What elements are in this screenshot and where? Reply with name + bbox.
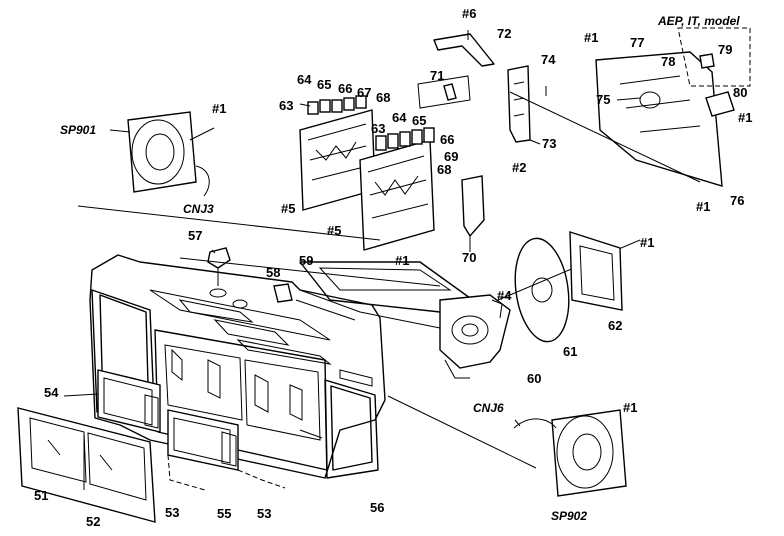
- callout-c5b: #5: [327, 223, 341, 238]
- callout-c1-sp902: #1: [623, 400, 637, 415]
- callout-c66b: 66: [440, 132, 454, 147]
- callout-sp901: SP901: [60, 123, 96, 137]
- callout-c57: 57: [188, 228, 202, 243]
- callout-c65a: 65: [317, 77, 331, 92]
- callout-c55: 55: [217, 506, 231, 521]
- callout-c2: #2: [512, 160, 526, 175]
- callout-c63a: 63: [279, 98, 293, 113]
- callout-c58: 58: [266, 265, 280, 280]
- callout-c56: 56: [370, 500, 384, 515]
- aep-it-model-box: [677, 27, 751, 87]
- callout-c54: 54: [44, 385, 59, 400]
- speaker-sp901: [127, 111, 215, 197]
- callout-cnj6: CNJ6: [473, 401, 504, 415]
- callout-c1-right: #1: [738, 110, 752, 125]
- cassette-door-54: [97, 369, 161, 433]
- aep-it-model-note: AEP, IT, model: [657, 14, 740, 28]
- speaker-sp902: [513, 409, 627, 497]
- callout-c51: 51: [34, 488, 48, 503]
- callout-c59: 59: [299, 253, 313, 268]
- button-58: [273, 283, 293, 303]
- callout-c60: 60: [527, 371, 541, 386]
- callout-c1-59: #1: [395, 253, 409, 268]
- part-79: [699, 53, 715, 69]
- callout-c77: 77: [630, 35, 644, 50]
- callout-c68a: 68: [376, 90, 390, 105]
- callout-c4: #4: [497, 288, 512, 303]
- callout-c63b: 63: [371, 121, 385, 136]
- cassette-door-55: [167, 409, 239, 471]
- pcb-board-left: [299, 95, 376, 211]
- part-72: [433, 30, 495, 67]
- callout-c78: 78: [661, 54, 675, 69]
- leader-53b: [237, 469, 286, 489]
- part-80: [705, 91, 735, 117]
- bracket-73: [507, 65, 547, 143]
- callout-c80: 80: [733, 85, 747, 100]
- callout-leaders: [63, 97, 641, 427]
- bracket-70: [461, 175, 485, 252]
- callout-c76: 76: [730, 193, 744, 208]
- back-board-76: [595, 51, 723, 187]
- callout-c70: 70: [462, 250, 476, 265]
- callout-c79: 79: [718, 42, 732, 57]
- ref-line: [509, 91, 701, 183]
- callout-cnj3: CNJ3: [183, 202, 214, 216]
- front-panel-51-52: [17, 407, 156, 523]
- callout-c5a: #5: [281, 201, 295, 216]
- callout-c6: #6: [462, 6, 476, 21]
- callout-c53a: 53: [165, 505, 179, 520]
- callout-c71: 71: [430, 68, 444, 83]
- callout-c1-62: #1: [640, 235, 654, 250]
- callout-c68b: 68: [437, 162, 451, 177]
- cd-mechanism-60: [439, 294, 511, 379]
- callout-c1-sp901: #1: [212, 101, 226, 116]
- callout-sp902: SP902: [551, 509, 587, 523]
- callout-c65b: 65: [412, 113, 426, 128]
- ref-line: [387, 395, 537, 469]
- pcb-board-right: [359, 127, 435, 251]
- callout-c75: 75: [596, 92, 610, 107]
- callout-c74: 74: [541, 52, 556, 67]
- bracket-62: [569, 231, 623, 311]
- callout-c64a: 64: [297, 72, 312, 87]
- callout-c64b: 64: [392, 110, 407, 125]
- leader-53a: [167, 454, 206, 491]
- callout-c69: 69: [444, 149, 458, 164]
- callout-c61: 61: [563, 344, 577, 359]
- callout-c53b: 53: [257, 506, 271, 521]
- callout-c1-76: #1: [696, 199, 710, 214]
- callout-c66a: 66: [338, 81, 352, 96]
- callout-c73: 73: [542, 136, 556, 151]
- callout-c62: 62: [608, 318, 622, 333]
- main-cabinet-56: [89, 254, 386, 479]
- ref-line: [77, 205, 381, 241]
- callout-c67: 67: [357, 85, 371, 100]
- ref-line: [179, 257, 441, 287]
- callout-c72: 72: [497, 26, 511, 41]
- callout-c1-top: #1: [584, 30, 598, 45]
- knob-57: [207, 247, 231, 286]
- part-71: [417, 75, 471, 109]
- callout-c52: 52: [86, 514, 100, 529]
